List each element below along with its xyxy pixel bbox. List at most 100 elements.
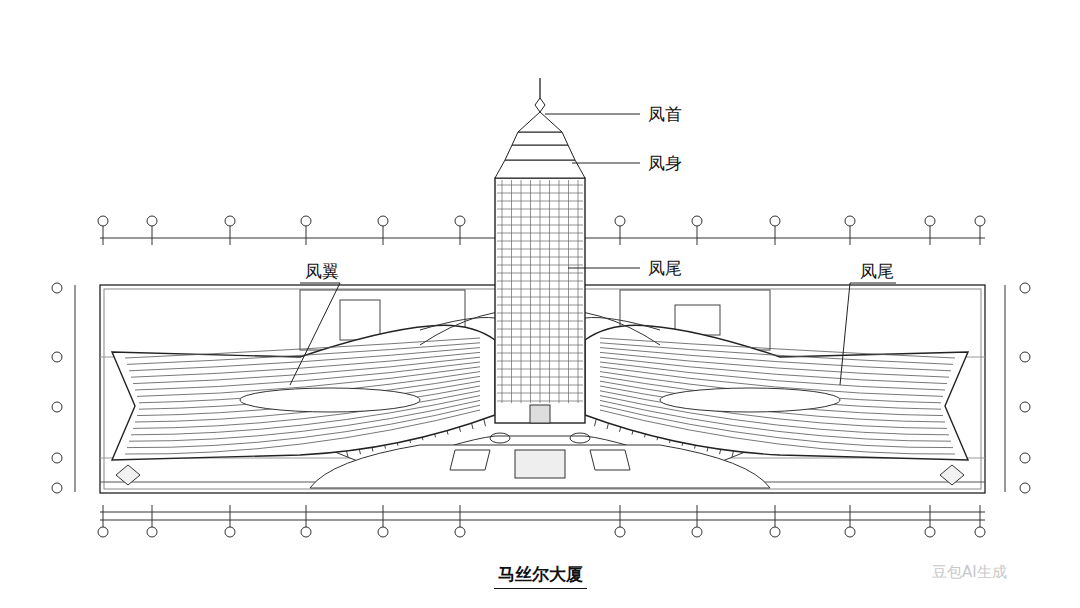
axis-line [620, 226, 621, 245]
diamond-mark [940, 465, 964, 485]
drawing-caption: 马丝尔大厦 [494, 563, 587, 589]
feather-line [137, 381, 480, 415]
floor-line [497, 297, 583, 298]
axis-line [930, 226, 931, 245]
axis-bubble [1020, 352, 1030, 362]
axis-line [980, 226, 981, 245]
callout-label: 凤身 [646, 153, 684, 173]
axis-line [930, 505, 931, 527]
floor-line [497, 377, 583, 378]
wing-oval [660, 388, 840, 412]
axis-line [697, 226, 698, 245]
axis-bubble [692, 527, 702, 537]
axis-line [850, 505, 851, 527]
floor-line [497, 305, 583, 306]
mullion [530, 180, 531, 403]
axis-bubble [455, 216, 465, 226]
spire-ornament [535, 98, 545, 112]
dimension-line [1005, 285, 1006, 492]
mullion [559, 180, 560, 403]
floor-line [497, 249, 583, 250]
axis-bubble [770, 216, 780, 226]
axis-bubble [301, 216, 311, 226]
axis-line [383, 226, 384, 245]
axis-line [775, 505, 776, 527]
axis-line [152, 226, 153, 245]
planter [450, 450, 490, 470]
axis-bubble [925, 527, 935, 537]
watermark: 豆包AI生成 [932, 563, 1007, 582]
axis-line [850, 226, 851, 245]
axis-line [230, 505, 231, 527]
mullion [502, 180, 503, 403]
axis-line [306, 226, 307, 245]
axis-bubble [845, 216, 855, 226]
floor-line [497, 241, 583, 242]
floor-line [497, 185, 583, 186]
axis-bubble [845, 527, 855, 537]
axis-line [230, 226, 231, 245]
floor-line [497, 233, 583, 234]
diamond-mark [116, 465, 140, 485]
axis-bubble [1020, 483, 1030, 493]
callout-label: 凤尾 [858, 261, 896, 281]
floor-line [497, 361, 583, 362]
floor-line [497, 225, 583, 226]
floor-line [497, 257, 583, 258]
axis-bubble [615, 216, 625, 226]
dimension-line [100, 512, 985, 513]
floor-line [497, 273, 583, 274]
feather-line [125, 410, 480, 454]
floor-line [497, 281, 583, 282]
axis-bubble [975, 216, 985, 226]
feather-line [600, 362, 945, 390]
mullion [549, 180, 550, 403]
axis-line [152, 505, 153, 527]
axis-bubble [147, 216, 157, 226]
feather-line [600, 381, 943, 415]
feather-line [129, 348, 480, 371]
axis-bubble [98, 216, 108, 226]
feather-line [600, 357, 947, 383]
axis-bubble [52, 453, 62, 463]
floor-line [497, 369, 583, 370]
crown-tier [495, 160, 585, 178]
axis-bubble [455, 527, 465, 537]
floor-line [497, 289, 583, 290]
mullion [578, 180, 579, 403]
axis-bubble [770, 527, 780, 537]
axis-bubble [52, 402, 62, 412]
floor-line [497, 321, 583, 322]
callout-label: 凤首 [646, 104, 684, 124]
floor-line [497, 209, 583, 210]
floor-line [497, 337, 583, 338]
planter [570, 433, 590, 443]
feather-line [127, 343, 480, 365]
axis-bubble [147, 527, 157, 537]
plaza [310, 445, 770, 488]
tower [495, 178, 585, 423]
axis-bubble [225, 527, 235, 537]
roof-arch [420, 318, 495, 331]
crown-tier [505, 145, 575, 160]
leader-line [572, 163, 640, 164]
axis-line [383, 505, 384, 527]
mullion [540, 180, 541, 403]
axis-bubble [692, 216, 702, 226]
axis-bubble [1020, 453, 1030, 463]
floor-line [497, 193, 583, 194]
floor-line [497, 313, 583, 314]
entrance [515, 450, 565, 478]
feather-line [135, 362, 480, 390]
axis-bubble [98, 527, 108, 537]
floor-line [497, 385, 583, 386]
axis-line [697, 505, 698, 527]
floor-line [497, 393, 583, 394]
axis-line [460, 226, 461, 245]
axis-bubble [52, 283, 62, 293]
floor-line [497, 265, 583, 266]
axis-bubble [1020, 402, 1030, 412]
dimension-line [100, 520, 985, 521]
dimension-line [75, 285, 76, 492]
